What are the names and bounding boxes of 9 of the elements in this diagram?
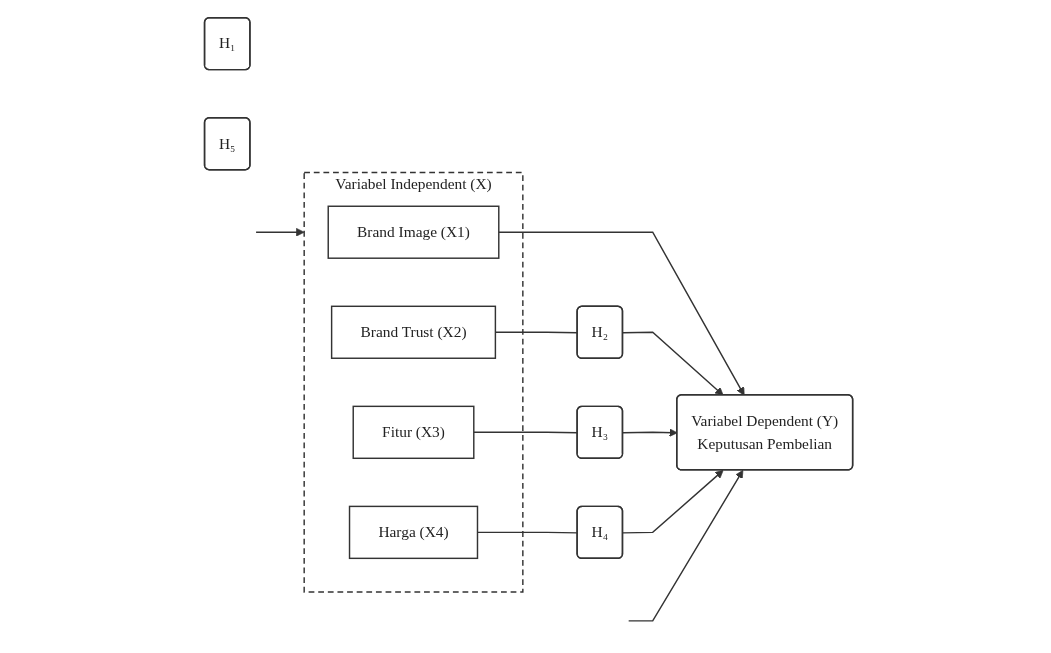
node-box: Harga (X4): [348, 505, 479, 560]
node-box: Brand Trust (X2): [330, 305, 497, 359]
arrow: [622, 331, 724, 396]
arrow: [622, 469, 724, 534]
arrow: [498, 231, 745, 396]
arrow: [255, 228, 305, 237]
arrow: [627, 469, 744, 622]
node-box: Brand Image (X1): [327, 205, 500, 259]
node-box: Fitur (X3): [352, 405, 475, 459]
